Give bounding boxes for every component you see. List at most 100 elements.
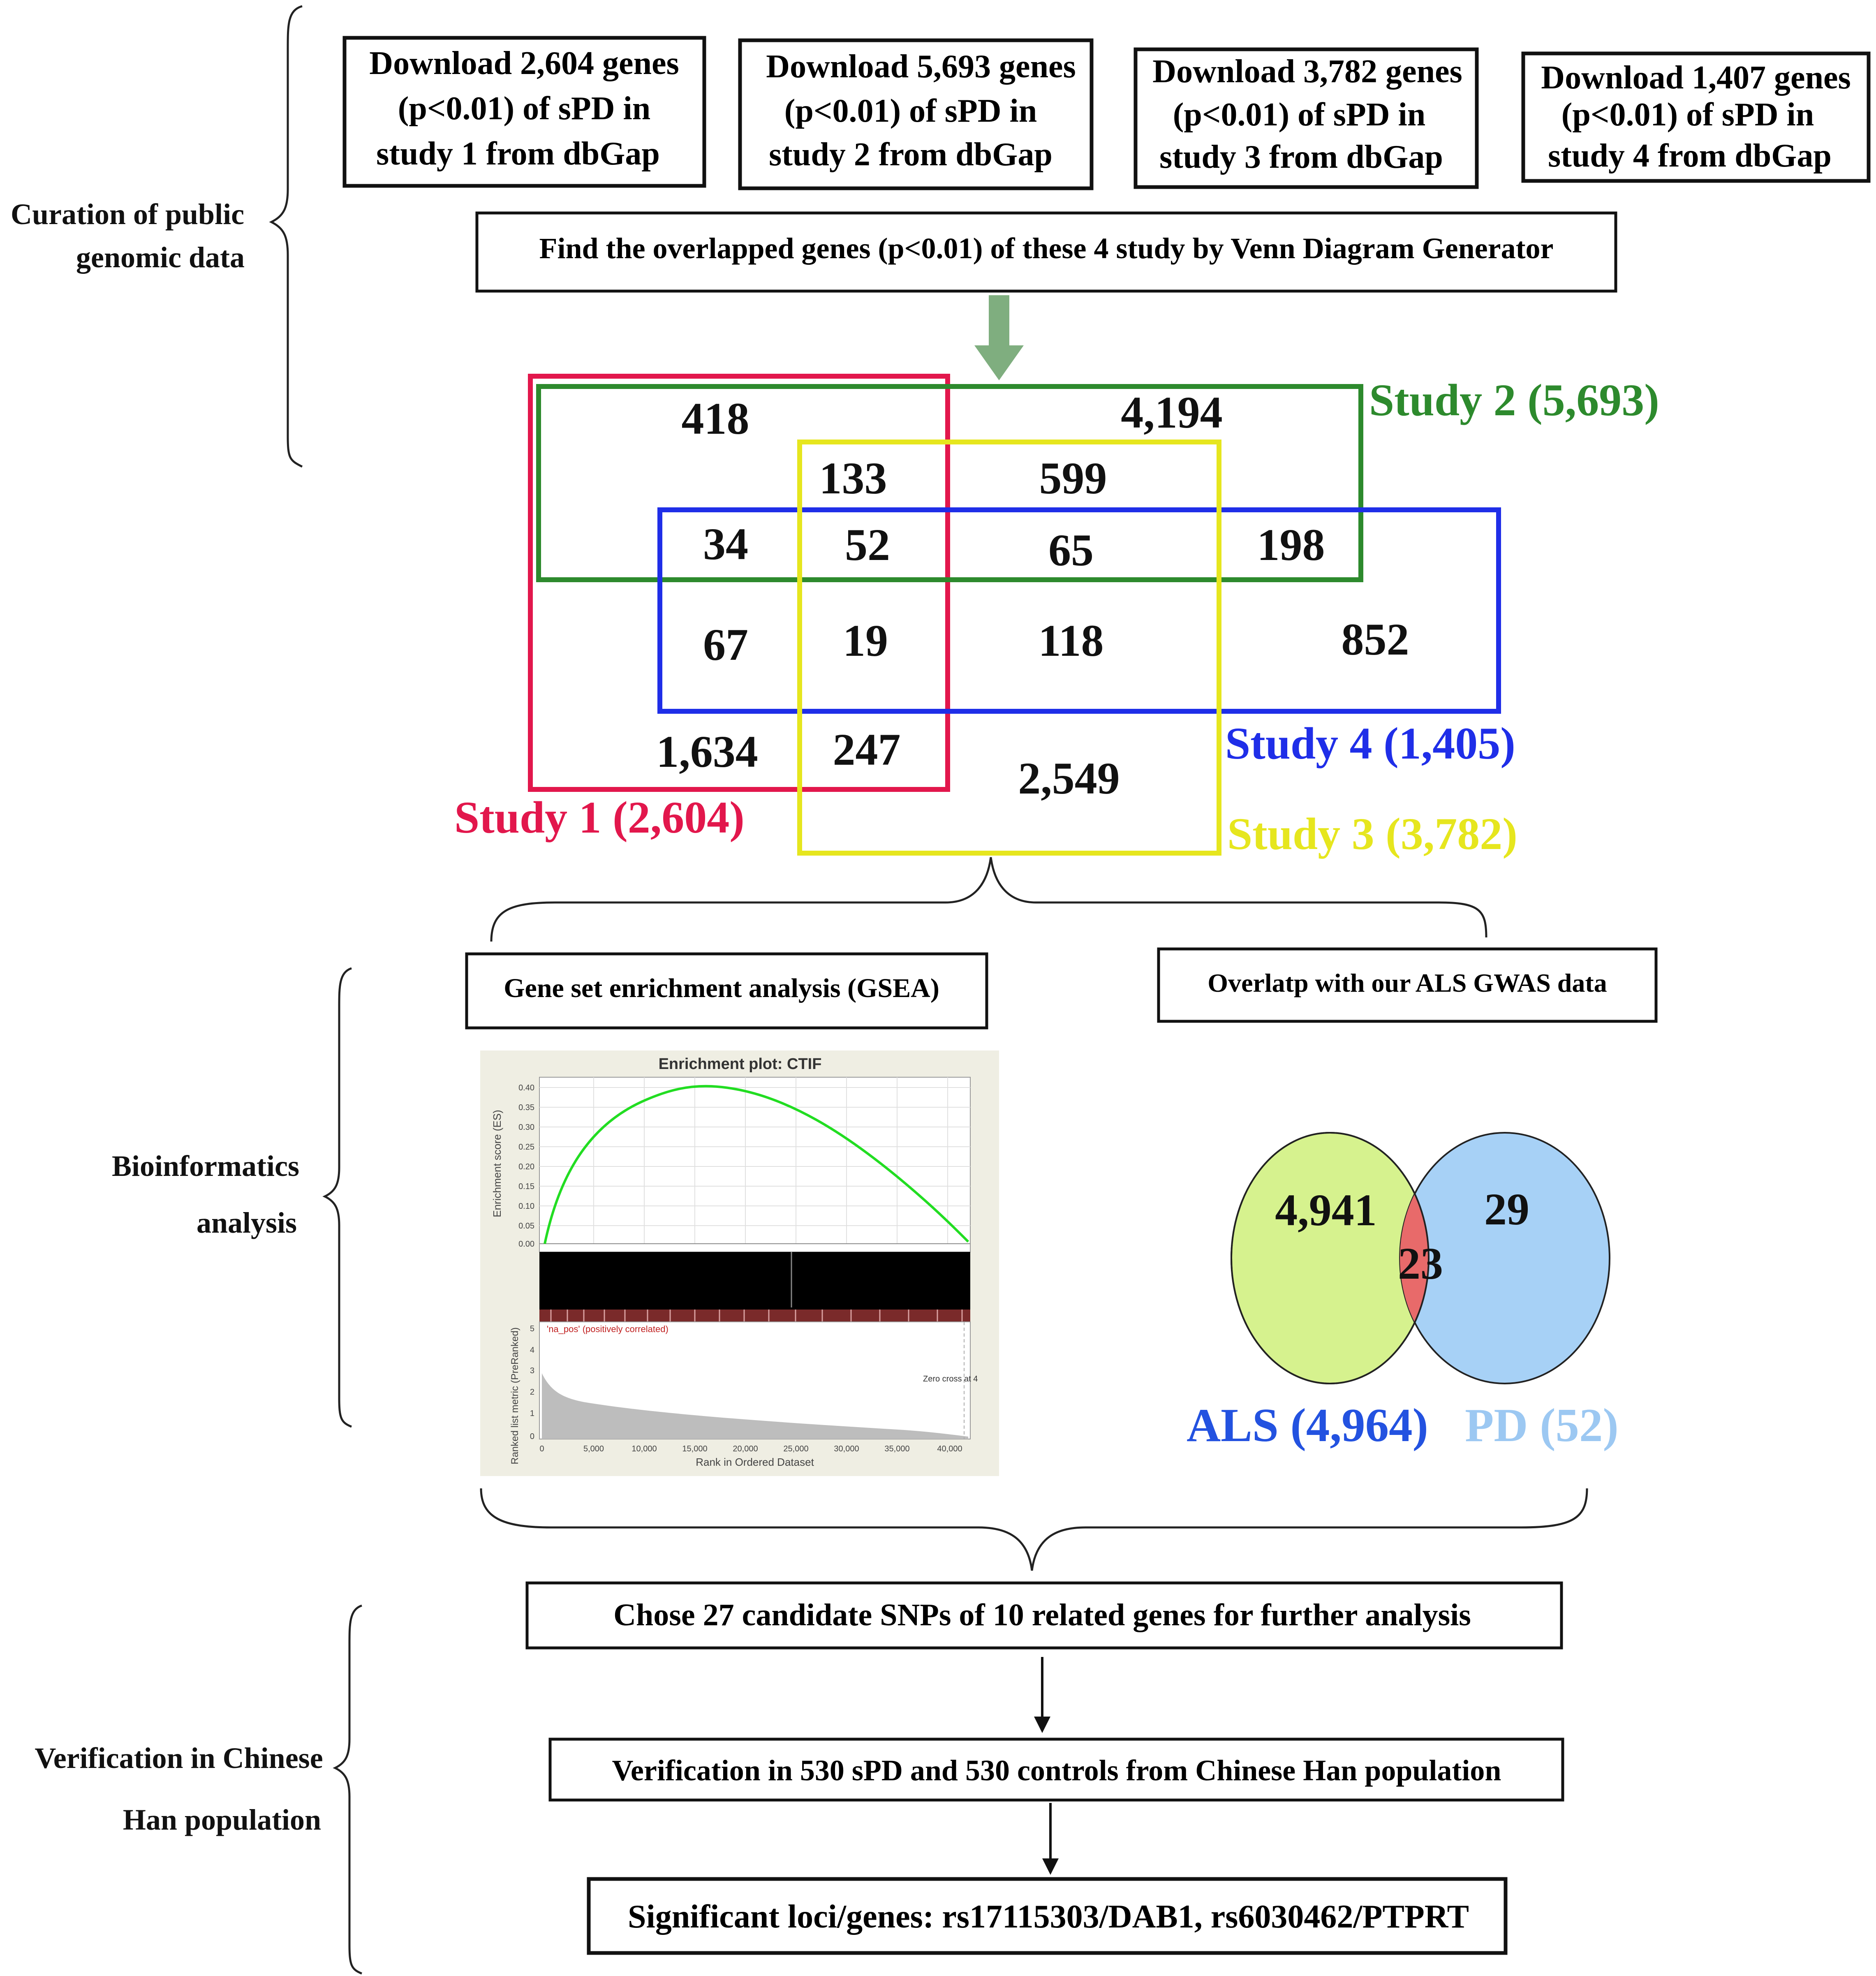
venn-label-study1: Study 1 (2,604): [454, 792, 745, 842]
gsea-es-ytick: 0.15: [518, 1182, 534, 1191]
gsea-box-text: Gene set enrichment analysis (GSEA): [504, 973, 939, 1003]
gsea-es-gridlines: [539, 1077, 970, 1244]
curation-label-line1: Curation of public: [11, 198, 244, 231]
gsea-xticks: 0 5,000 10,000 15,000 20,000 25,000 30,0…: [539, 1444, 962, 1453]
gsea-es-curve: [544, 1085, 969, 1244]
gsea-xtick: 10,000: [632, 1444, 657, 1453]
gsea-es-ytick: 0.05: [518, 1222, 534, 1231]
venn-count: 19: [843, 615, 888, 666]
gsea-metric-area: [542, 1373, 968, 1439]
step-arrow-1: [1034, 1657, 1050, 1733]
gsea-metric-ytick: 4: [530, 1346, 534, 1355]
gsea-es-panel: [539, 1077, 971, 1252]
venn-count: 2,549: [1018, 753, 1120, 803]
gsea-pos-label: 'na_pos' (positively correlated): [547, 1324, 669, 1334]
venn-count: 67: [703, 620, 748, 670]
gsea-hits-stripes: [550, 1310, 963, 1322]
gsea-box: Gene set enrichment analysis (GSEA): [465, 952, 988, 1030]
venn-count: 118: [1039, 615, 1104, 666]
gsea-es-ytick: 0.20: [518, 1162, 534, 1171]
download-study4-line1: Download 1,407 genes: [1541, 60, 1851, 96]
gsea-metric-ytick: 2: [530, 1388, 534, 1397]
step-candidate-snps: Chose 27 candidate SNPs of 10 related ge…: [525, 1581, 1563, 1650]
gsea-plot-title: Enrichment plot: CTIF: [659, 1055, 822, 1073]
venn-study4-rect: [657, 507, 1501, 714]
als-box: Overlatp with our ALS GWAS data: [1157, 947, 1658, 1023]
gsea-es-ytick: 0.00: [518, 1240, 534, 1249]
gsea-metric-ytick: 3: [530, 1366, 534, 1375]
bioinformatics-label-line1: Bioinformatics: [112, 1150, 299, 1182]
curation-label-line2: genomic data: [76, 241, 245, 274]
download-study3-line3: study 3 from dbGap: [1159, 139, 1443, 175]
gsea-hits-panel: [539, 1252, 970, 1310]
step-significant-loci-text: Significant loci/genes: rs17115303/DAB1,…: [628, 1899, 1469, 1935]
download-study1-line3: study 1 from dbGap: [376, 136, 660, 172]
overlap-step-text: Find the overlapped genes (p<0.01) of th…: [539, 232, 1553, 265]
venn-count: 198: [1257, 520, 1325, 570]
gsea-metric-ytick: 5: [530, 1324, 534, 1333]
venn-label-study4: Study 4 (1,405): [1225, 718, 1515, 768]
download-box-study3: Download 3,782 genes (p<0.01) of sPD in …: [1133, 47, 1479, 189]
download-study2-line3: study 2 from dbGap: [769, 137, 1053, 173]
gsea-es-ylabel: Enrichment score (ES): [491, 1110, 503, 1217]
curation-brace: [269, 5, 303, 468]
bioinformatics-label-line2: analysis: [197, 1206, 297, 1239]
als-pd-venn: 4,941 23 29 ALS (4,964) PD (52): [1187, 1132, 1619, 1451]
gsea-xtick: 20,000: [733, 1444, 758, 1453]
venn-count: 65: [1048, 525, 1094, 575]
gsea-es-ytick: 0.40: [518, 1083, 534, 1092]
download-study1-line1: Download 2,604 genes: [369, 45, 679, 81]
gsea-xtick: 30,000: [834, 1444, 859, 1453]
download-study1-line2: (p<0.01) of sPD in: [398, 90, 651, 127]
venn-count: 1,634: [656, 727, 758, 777]
gsea-xlabel: Rank in Ordered Dataset: [696, 1456, 814, 1468]
verification-label-line2: Han population: [123, 1803, 321, 1836]
als-label: ALS (4,964): [1187, 1399, 1428, 1451]
step-significant-loci: Significant loci/genes: rs17115303/DAB1,…: [587, 1877, 1508, 1955]
gsea-metric-ytick: 0: [530, 1432, 534, 1441]
venn-count: 418: [682, 393, 749, 444]
venn-study1-rect: [528, 374, 950, 792]
gsea-xtick: 25,000: [783, 1444, 808, 1453]
merge-brace: [480, 1488, 1588, 1571]
als-box-text: Overlatp with our ALS GWAS data: [1207, 968, 1607, 997]
venn-count: 247: [833, 724, 901, 775]
gsea-es-ytick: 0.10: [518, 1202, 534, 1211]
venn-count: 599: [1039, 453, 1107, 503]
venn-count: 852: [1342, 614, 1409, 664]
gsea-metric-yticks: 5 4 3 2 1 0: [530, 1324, 534, 1441]
bioinformatics-brace: [322, 967, 352, 1428]
venn-count: 52: [845, 520, 890, 570]
gsea-zero-cross-label: Zero cross at 4: [923, 1374, 978, 1384]
step-candidate-snps-text: Chose 27 candidate SNPs of 10 related ge…: [613, 1598, 1471, 1632]
gsea-xtick: 40,000: [937, 1444, 962, 1453]
gsea-metric-ytick: 1: [530, 1409, 534, 1418]
step-verification-text: Verification in 530 sPD and 530 controls…: [612, 1754, 1501, 1787]
gsea-enrichment-plot: Enrichment plot: CTIF Enrichment score (…: [480, 1050, 999, 1476]
download-box-study2: Download 5,693 genes (p<0.01) of sPD in …: [738, 38, 1094, 190]
gsea-es-ytick: 0.35: [518, 1103, 534, 1112]
gsea-xtick: 35,000: [884, 1444, 909, 1453]
gsea-xtick: 5,000: [583, 1444, 604, 1453]
step-verification: Verification in 530 sPD and 530 controls…: [548, 1738, 1564, 1802]
download-study3-line1: Download 3,782 genes: [1152, 53, 1462, 90]
step-arrow-2: [1042, 1803, 1059, 1875]
venn-study3-rect: [797, 440, 1221, 856]
gsea-metric-ylabel: Ranked list metric (PreRanked): [509, 1327, 520, 1464]
download-box-study4: Download 1,407 genes (p<0.01) of sPD in …: [1521, 51, 1871, 183]
download-study3-line2: (p<0.01) of sPD in: [1173, 97, 1426, 133]
verification-label-line1: Verification in Chinese: [35, 1742, 323, 1775]
venn-study2-rect: [536, 384, 1363, 582]
venn-label-study2: Study 2 (5,693): [1369, 375, 1659, 425]
gsea-xtick: 15,000: [682, 1444, 707, 1453]
download-box-study1: Download 2,604 genes (p<0.01) of sPD in …: [342, 36, 706, 188]
gsea-es-yticks: 0.40 0.35 0.30 0.25 0.20 0.15 0.10 0.05 …: [518, 1083, 534, 1249]
download-study4-line3: study 4 from dbGap: [1548, 138, 1832, 174]
download-study2-line1: Download 5,693 genes: [766, 49, 1076, 85]
overlap-step-box: Find the overlapped genes (p<0.01) of th…: [475, 211, 1617, 293]
gsea-hits-gradient: [539, 1310, 970, 1322]
venn-count: 133: [819, 453, 887, 503]
gsea-es-ytick: 0.25: [518, 1143, 534, 1152]
als-only-count: 4,941: [1275, 1185, 1377, 1235]
